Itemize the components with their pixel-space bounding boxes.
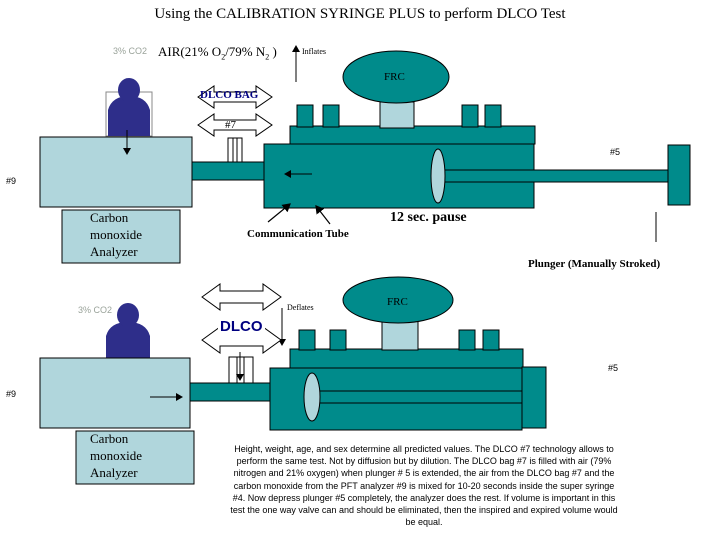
label-5-bottom: #5 [608,363,619,373]
note-line: carbon monoxide from the PFT analyzer #9… [233,480,615,491]
frc-balloon-bottom [342,276,454,324]
label-5-top: #5 [610,147,621,157]
dlco-bag-arrow-top [197,85,273,137]
label-9-top: #9 [6,176,17,186]
bag-number-label: #7 [225,119,236,131]
plunger-rod-top [439,169,671,183]
co2-label-bottom: 3% CO2 [78,305,113,315]
note-line: test the one way valve can and should be… [230,505,618,516]
note-line: perform the same test. Not by diffusion … [236,456,612,467]
plunger-rod-bottom [317,390,525,404]
analyzer-station-bottom [39,357,191,429]
note-line: Height, weight, age, and sex determine a… [234,444,614,454]
communication-tube-bottom [189,382,281,402]
page-title: Using the CALIBRATION SYRINGE PLUS to pe… [154,6,566,22]
inflates-label: Inflates [302,47,326,56]
plunger-disc-top [430,148,446,204]
co-analyzer-box-top [61,209,181,264]
note-line: be equal. [405,517,443,528]
deflates-label: Deflates [287,303,314,312]
dlco-bag-label: DLCO BAG [200,89,259,101]
dlco-label-bottom: DLCO [218,318,265,335]
plunger-disc-bottom [303,372,321,422]
pause-label: 12 sec. pause [390,210,467,225]
frc-stem-bottom [381,317,419,351]
co2-label-top: 3% CO2 [113,46,148,56]
note-line: #4. Now depress plunger #5 completely, t… [232,492,616,503]
air-label: AIR(21% O2/79% N2 ) [158,44,277,62]
syringe-housing-bottom [289,348,524,370]
patient-figure-bottom [106,303,150,360]
plunger-handle-bottom [521,366,547,429]
plunger-handle-top [667,144,691,206]
frc-label-bottom: FRC [387,296,408,308]
communication-tube-label: Communication Tube [247,228,349,240]
explanation-note: Height, weight, age, and sex determine a… [204,443,644,528]
co-analyzer-box-bottom [75,430,195,485]
frc-stem-top [379,101,415,129]
label-9-bottom: #9 [6,389,17,399]
communication-tube-top [191,161,267,181]
patient-figure-top [105,78,153,137]
plunger-label: Plunger (Manually Stroked) [528,258,661,270]
syringe-housing-top [289,125,536,145]
analyzer-station-top [39,136,193,208]
frc-balloon-top [342,50,450,104]
frc-label-top: FRC [384,71,405,83]
note-line: nitrogen and 21% oxygen) when plunger # … [233,468,615,479]
